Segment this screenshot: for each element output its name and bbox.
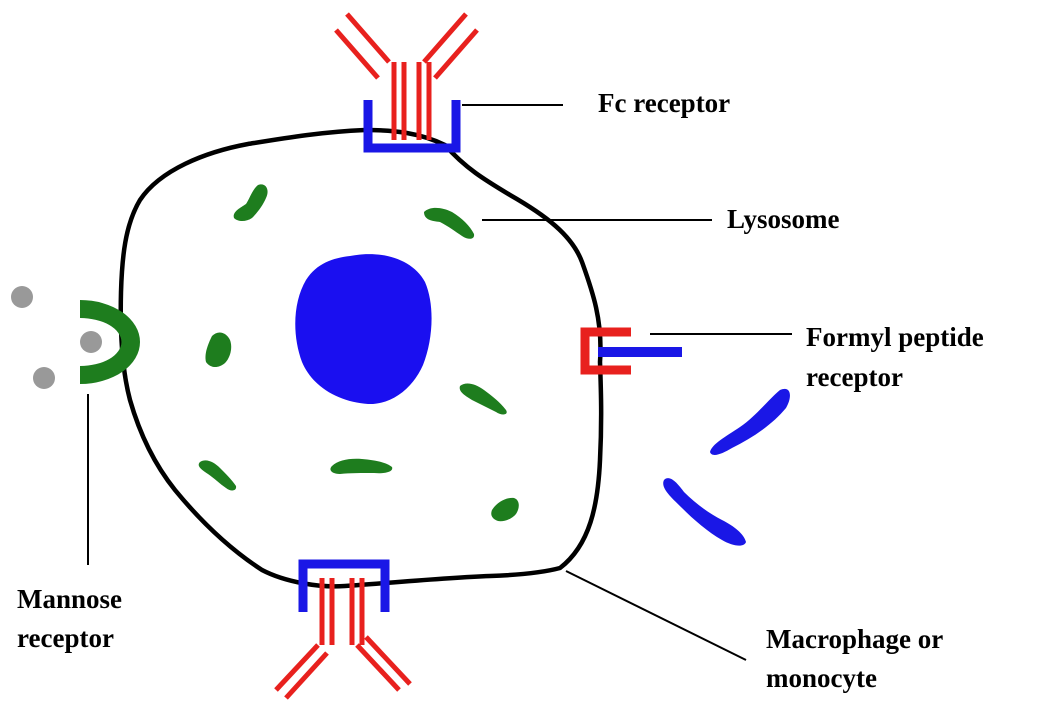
lysosome-6 bbox=[330, 459, 392, 474]
mannose-particle-1 bbox=[11, 286, 33, 308]
antibody-bottom bbox=[276, 578, 410, 698]
bacterium-2 bbox=[663, 478, 746, 545]
lysosome-4 bbox=[460, 383, 507, 414]
label-lysosome: Lysosome bbox=[727, 204, 840, 234]
lysosome-1 bbox=[234, 184, 268, 221]
label-formyl-peptide-receptor-line2: receptor bbox=[806, 362, 903, 392]
formyl-peptide bbox=[598, 347, 682, 357]
mannose-particle-3 bbox=[33, 367, 55, 389]
label-mannose-receptor-line1: Mannose bbox=[17, 584, 122, 614]
lysosome-5 bbox=[199, 460, 236, 490]
lysosome-7 bbox=[491, 498, 519, 521]
label-macrophage-line1: Macrophage or bbox=[766, 624, 943, 654]
bacterium-1 bbox=[710, 389, 790, 455]
label-macrophage-line2: monocyte bbox=[766, 663, 877, 693]
nucleus bbox=[295, 254, 431, 404]
lysosome-2 bbox=[424, 208, 474, 239]
lysosome-3 bbox=[205, 333, 231, 368]
mannose-particle-2 bbox=[80, 331, 102, 353]
macrophage-leader bbox=[566, 571, 746, 660]
fc-receptor-top bbox=[368, 100, 456, 148]
label-mannose-receptor-line2: receptor bbox=[17, 623, 114, 653]
label-formyl-peptide-receptor-line1: Formyl peptide bbox=[806, 322, 984, 352]
label-fc-receptor: Fc receptor bbox=[598, 88, 730, 118]
